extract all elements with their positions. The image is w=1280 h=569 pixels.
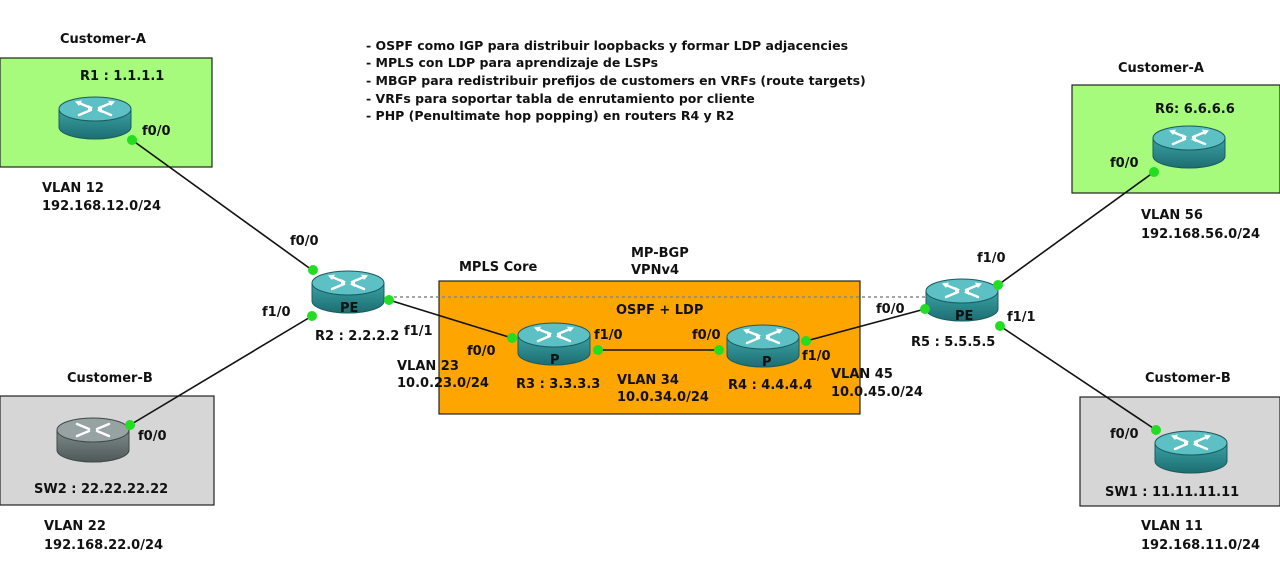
iface-r3-f00: f0/0	[467, 344, 496, 359]
port-dot-r2-f11	[384, 295, 394, 305]
note-line: - MPLS con LDP para aprendizaje de LSPs	[366, 55, 658, 70]
port-dot-r5-f11	[995, 321, 1005, 331]
mpls-core-title: MPLS Core	[459, 260, 538, 275]
iface-r4-f10: f1/0	[802, 349, 831, 364]
vlan12-net: 192.168.12.0/24	[42, 199, 161, 214]
note-line: - OSPF como IGP para distribuir loopback…	[366, 38, 848, 53]
iface-r5-f00: f0/0	[876, 302, 905, 317]
port-dot-sw2-f00	[125, 420, 135, 430]
r5-label: R5 : 5.5.5.5	[911, 335, 995, 350]
vlan22-net: 192.168.22.0/24	[44, 538, 163, 553]
vlan12-name: VLAN 12	[42, 181, 104, 196]
notes-list: - OSPF como IGP para distribuir loopback…	[366, 38, 866, 123]
customer-b-right-title: Customer-B	[1145, 371, 1231, 386]
port-dot-sw1-f00	[1151, 425, 1161, 435]
iface-r2-f10: f1/0	[262, 305, 291, 320]
link-r1-r2	[131, 139, 313, 271]
customer-b-left-title: Customer-B	[67, 371, 153, 386]
vlan11-net: 192.168.11.0/24	[1141, 538, 1260, 553]
vlan23-net: 10.0.23.0/24	[397, 376, 489, 391]
r2-label: R2 : 2.2.2.2	[315, 329, 399, 344]
port-dot-r3-f10	[593, 345, 603, 355]
switch-sw2[interactable]	[56, 417, 130, 463]
link-r5-r6	[997, 171, 1155, 286]
port-dot-r6-f00	[1149, 167, 1159, 177]
router-sw1[interactable]	[1153, 429, 1229, 475]
vlan22-name: VLAN 22	[44, 519, 106, 534]
link-r4-r5	[805, 308, 926, 342]
iface-r6-f00: f0/0	[1110, 156, 1139, 171]
vlan34-net: 10.0.34.0/24	[617, 390, 709, 405]
vlan34-name: VLAN 34	[617, 373, 679, 388]
customer-a-left-title: Customer-A	[60, 32, 146, 47]
customer-a-right-title: Customer-A	[1118, 61, 1204, 76]
core-protocol-label: OSPF + LDP	[616, 303, 703, 318]
vlan45-name: VLAN 45	[831, 367, 893, 382]
port-dot-r1-f00	[127, 135, 137, 145]
r3-badge: P	[550, 353, 560, 368]
port-dot-r2-f10	[307, 311, 317, 321]
iface-r2-f11: f1/1	[404, 324, 433, 339]
link-r2-r3	[388, 299, 513, 339]
vpnv4-label: VPNv4	[631, 263, 679, 278]
r6-label: R6: 6.6.6.6	[1155, 102, 1235, 117]
r5-badge: PE	[955, 309, 973, 324]
note-line: - MBGP para redistribuir prefijos de cus…	[366, 73, 866, 88]
note-line: - PHP (Penultimate hop popping) en route…	[366, 108, 734, 123]
router-r6[interactable]	[1151, 124, 1227, 170]
r4-label: R4 : 4.4.4.4	[728, 378, 812, 393]
port-dot-r2-f00	[308, 265, 318, 275]
port-dot-r5-f00	[920, 304, 930, 314]
iface-r5-f11: f1/1	[1007, 310, 1036, 325]
port-dot-r3-f00	[507, 333, 517, 343]
vlan56-name: VLAN 56	[1141, 208, 1203, 223]
iface-r4-f00: f0/0	[692, 328, 721, 343]
link-sw2-r2	[129, 315, 313, 426]
sw1-label: SW1 : 11.11.11.11	[1105, 485, 1239, 500]
r4-badge: P	[762, 355, 772, 370]
port-dot-r4-f00	[714, 345, 724, 355]
iface-r3-f10: f1/0	[594, 328, 623, 343]
iface-r5-f10: f1/0	[977, 251, 1006, 266]
vlan11-name: VLAN 11	[1141, 519, 1203, 534]
port-dot-r5-f10	[993, 280, 1003, 290]
iface-r1-f00: f0/0	[142, 124, 171, 139]
mp-bgp-label: MP-BGP	[631, 246, 689, 261]
vlan45-net: 10.0.45.0/24	[831, 385, 923, 400]
port-dot-r4-f10	[801, 336, 811, 346]
r1-label: R1 : 1.1.1.1	[80, 69, 164, 84]
r3-label: R3 : 3.3.3.3	[516, 377, 600, 392]
note-line: - VRFs para soportar tabla de enrutamien…	[366, 91, 755, 106]
sw2-label: SW2 : 22.22.22.22	[34, 482, 168, 497]
iface-sw1-f00: f0/0	[1110, 427, 1139, 442]
iface-r2-f00: f0/0	[290, 234, 319, 249]
router-r1[interactable]	[57, 95, 133, 141]
link-r5-sw1	[999, 325, 1157, 431]
iface-sw2-f00: f0/0	[138, 429, 167, 444]
vlan23-name: VLAN 23	[397, 359, 459, 374]
r2-badge: PE	[340, 301, 358, 316]
vlan56-net: 192.168.56.0/24	[1141, 227, 1260, 242]
